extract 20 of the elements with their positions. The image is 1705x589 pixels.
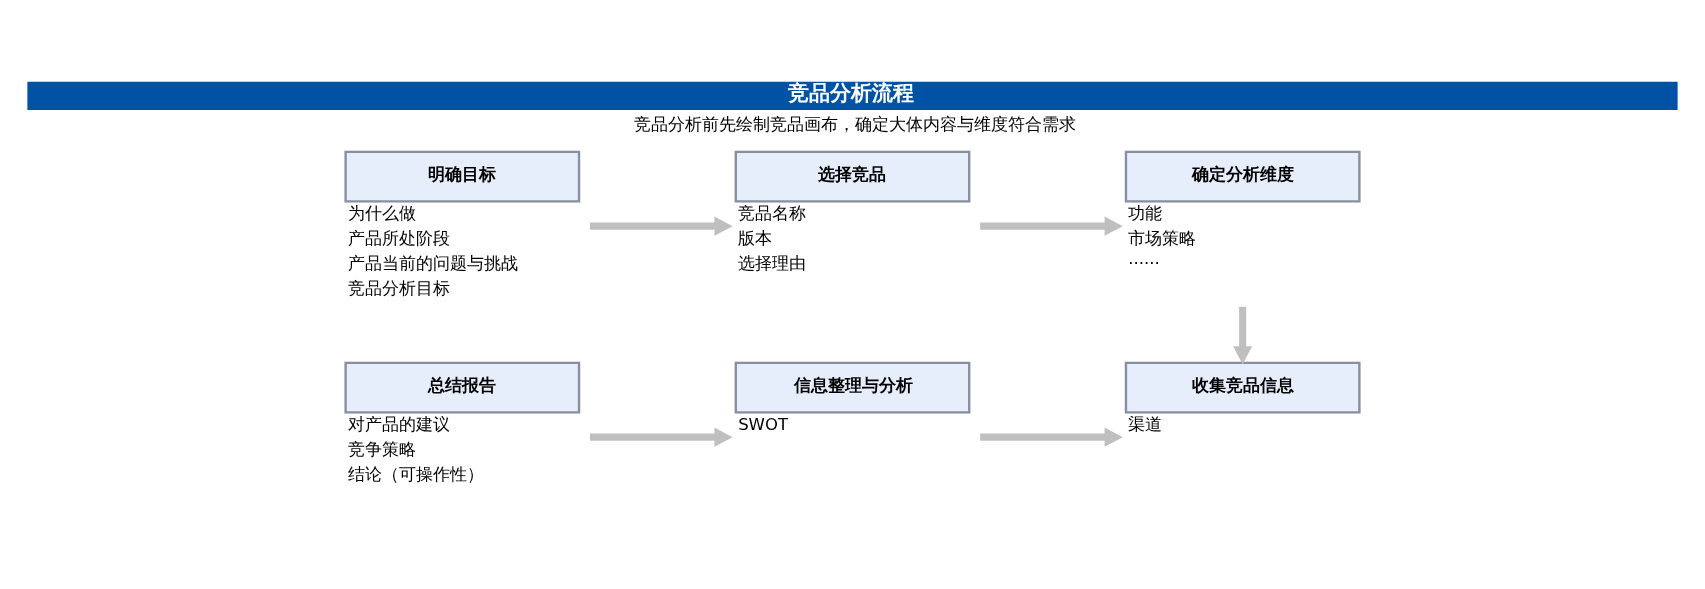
node-label: SWOT xyxy=(738,415,789,435)
arrow xyxy=(589,427,733,447)
node-label: 产品当前的问题与挑战 xyxy=(347,253,518,273)
node-label: 为什么做 xyxy=(347,204,416,224)
node-label: 市场策略 xyxy=(1128,229,1197,249)
node-label: 对产品的建议 xyxy=(347,415,450,435)
node-label: 竞品名称 xyxy=(738,204,807,224)
arrow xyxy=(1233,306,1253,365)
node-label: 竞品分析目标 xyxy=(347,278,450,298)
node-label: 产品所处阶段 xyxy=(347,229,450,249)
node-label: 渠道 xyxy=(1128,415,1163,435)
node-label: 功能 xyxy=(1128,204,1163,224)
node-label: 竞争策略 xyxy=(347,440,416,460)
node-label: ······ xyxy=(1128,253,1160,273)
node-label: 版本 xyxy=(738,229,773,249)
caption: 竞品分析前先绘制竞品画布，确定大体内容与维度符合需求 xyxy=(633,115,1076,135)
node-label: 结论（可操作性） xyxy=(347,464,484,484)
arrow xyxy=(589,216,733,236)
node-label: 选择理由 xyxy=(738,253,807,273)
diagram-title: 竞品分析流程 xyxy=(788,79,915,105)
